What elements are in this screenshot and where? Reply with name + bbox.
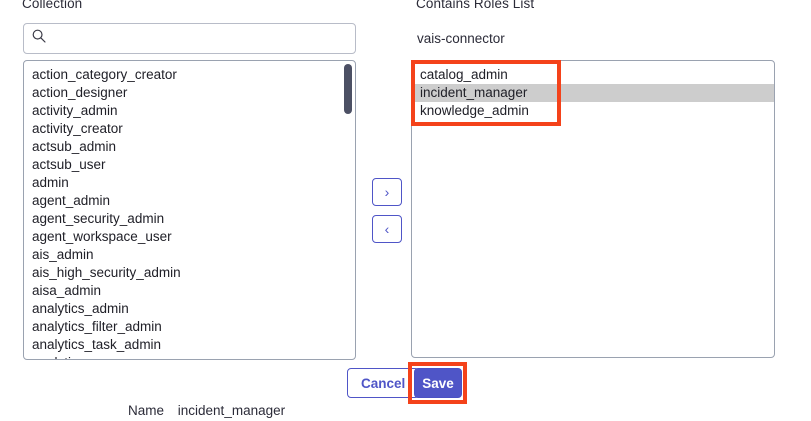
collection-list-scrollbar[interactable] bbox=[344, 64, 352, 356]
chevron-left-icon: ‹ bbox=[384, 221, 390, 237]
list-item[interactable]: action_category_creator bbox=[32, 67, 177, 82]
list-item[interactable]: ais_high_security_admin bbox=[32, 265, 181, 280]
list-item[interactable]: action_designer bbox=[32, 85, 128, 100]
cancel-button[interactable]: Cancel bbox=[347, 368, 420, 398]
move-right-button[interactable]: › bbox=[372, 178, 402, 206]
list-item[interactable]: agent_workspace_user bbox=[32, 229, 172, 244]
list-item[interactable]: agent_security_admin bbox=[32, 211, 165, 226]
list-item[interactable]: analytics_user bbox=[24, 354, 355, 359]
name-row: Name incident_manager bbox=[128, 403, 285, 418]
name-value: incident_manager bbox=[177, 403, 286, 418]
list-item[interactable]: catalog_admin bbox=[420, 67, 508, 82]
chevron-right-icon: › bbox=[384, 184, 390, 200]
collection-name-text: vais-connector bbox=[417, 31, 505, 46]
list-item[interactable]: actsub_user bbox=[32, 157, 106, 172]
search-icon bbox=[32, 29, 46, 48]
collection-label: Collection bbox=[22, 0, 83, 11]
move-left-button[interactable]: ‹ bbox=[372, 215, 402, 243]
list-item[interactable]: analytics_admin bbox=[32, 301, 129, 316]
list-item[interactable]: incident_manager bbox=[412, 84, 774, 102]
name-label: Name bbox=[128, 403, 165, 418]
list-item[interactable]: knowledge_admin bbox=[420, 103, 529, 118]
list-item[interactable]: analytics_task_admin bbox=[32, 337, 162, 352]
list-item[interactable]: actsub_admin bbox=[32, 139, 117, 154]
list-item[interactable]: analytics_filter_admin bbox=[32, 319, 162, 334]
list-item[interactable]: admin bbox=[32, 175, 69, 190]
contains-roles-list-label: Contains Roles List bbox=[416, 0, 535, 11]
list-item[interactable]: activity_creator bbox=[32, 121, 123, 136]
list-item[interactable]: aisa_admin bbox=[32, 283, 102, 298]
search-input[interactable] bbox=[52, 24, 347, 53]
list-item[interactable]: ais_admin bbox=[32, 247, 94, 262]
list-item[interactable]: agent_admin bbox=[32, 193, 111, 208]
save-button[interactable]: Save bbox=[414, 368, 462, 398]
list-item[interactable]: activity_admin bbox=[32, 103, 118, 118]
collection-search-box[interactable] bbox=[23, 23, 356, 54]
collection-list-scrollbar-thumb[interactable] bbox=[344, 64, 352, 114]
